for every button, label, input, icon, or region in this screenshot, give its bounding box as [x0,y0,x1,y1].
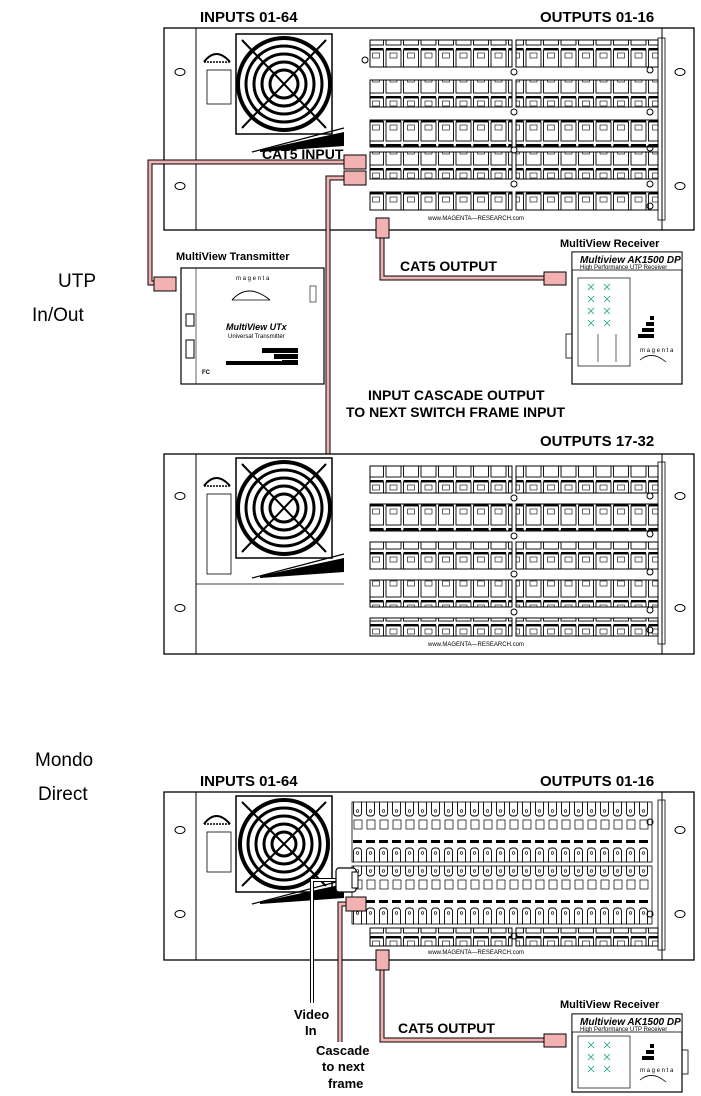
switch-frame-2: www.MAGENTA—RESEARCH.com [163,453,695,655]
website-label-frame-2: www.MAGENTA—RESEARCH.com [427,642,524,648]
outputs-label-middle: OUTPUTS 17-32 [540,433,654,450]
video-in-label-line-2: In [305,1023,317,1038]
cascade-cable-bottom [337,896,367,1042]
cooling-fan-icon [235,457,333,559]
receiver-2-title: MultiView Receiver [560,999,660,1011]
cooling-fan-icon [235,795,333,893]
cat5-output-label-1: CAT5 OUTPUT [400,258,497,274]
outputs-label-bottom: OUTPUTS 01-16 [540,773,654,790]
transmitter-title: MultiView Transmitter [176,251,290,263]
cascade-label-line-2: TO NEXT SWITCH FRAME INPUT [346,404,566,420]
inputs-label-top: INPUTS 01-64 [200,9,298,26]
receiver-1-subtitle: High Performance UTP Receiver [580,265,667,271]
cat5-input-cable [147,154,367,292]
receiver-1-title: MultiView Receiver [560,238,660,250]
website-label-frame-1: www.MAGENTA—RESEARCH.com [427,216,524,222]
cat5-output-cable-2 [375,949,567,1048]
transmitter-subtitle: Universal Transmitter [228,334,285,340]
multiview-receiver-1: MultiView Receiver Multiview AK1500 DP H… [560,238,683,385]
receiver-2-subtitle: High Performance UTP Receiver [580,1027,667,1033]
receiver-2-brand: m a g e n t a [640,1068,674,1074]
cascade-label-line-3-bottom: frame [328,1076,363,1091]
side-label-in-out: In/Out [32,305,84,326]
side-label-direct: Direct [38,784,88,805]
transmitter-brand: m a g e n t a [236,276,270,282]
cat5-input-label: CAT5 INPUT [262,146,344,162]
video-in-label-line-1: Video [294,1007,329,1022]
side-label-mondo: Mondo [35,750,93,771]
cooling-fan-icon [235,33,333,135]
transmitter-fc-mark: FC [202,370,211,376]
website-label-frame-3: www.MAGENTA—RESEARCH.com [427,950,524,956]
multiview-transmitter: MultiView Transmitter m a g e n t a Mult… [176,251,325,385]
receiver-2-product: Multiview AK1500 DP [580,1017,681,1028]
receiver-1-product: Multiview AK1500 DP [580,255,681,266]
cat5-output-cable-1 [375,217,567,286]
switch-frame-3: www.MAGENTA—RESEARCH.com [163,791,695,961]
multiview-receiver-2: MultiView Receiver Multiview AK1500 DP H… [560,999,689,1093]
cat5-output-label-2: CAT5 OUTPUT [398,1020,495,1036]
switch-frame-1: www.MAGENTA—RESEARCH.com [163,27,695,231]
outputs-label-top: OUTPUTS 01-16 [540,9,654,26]
cascade-label-line-2-bottom: to next [322,1059,365,1074]
video-in-cable [310,867,359,1003]
cascade-label-line-1-bottom: Cascade [316,1043,369,1058]
transmitter-product: MultiView UTx [226,322,288,332]
cascade-label-line-1: INPUT CASCADE OUTPUT [368,387,545,403]
receiver-1-brand: m a g e n t a [640,348,674,354]
inputs-label-bottom: INPUTS 01-64 [200,773,298,790]
side-label-utp: UTP [58,271,96,292]
